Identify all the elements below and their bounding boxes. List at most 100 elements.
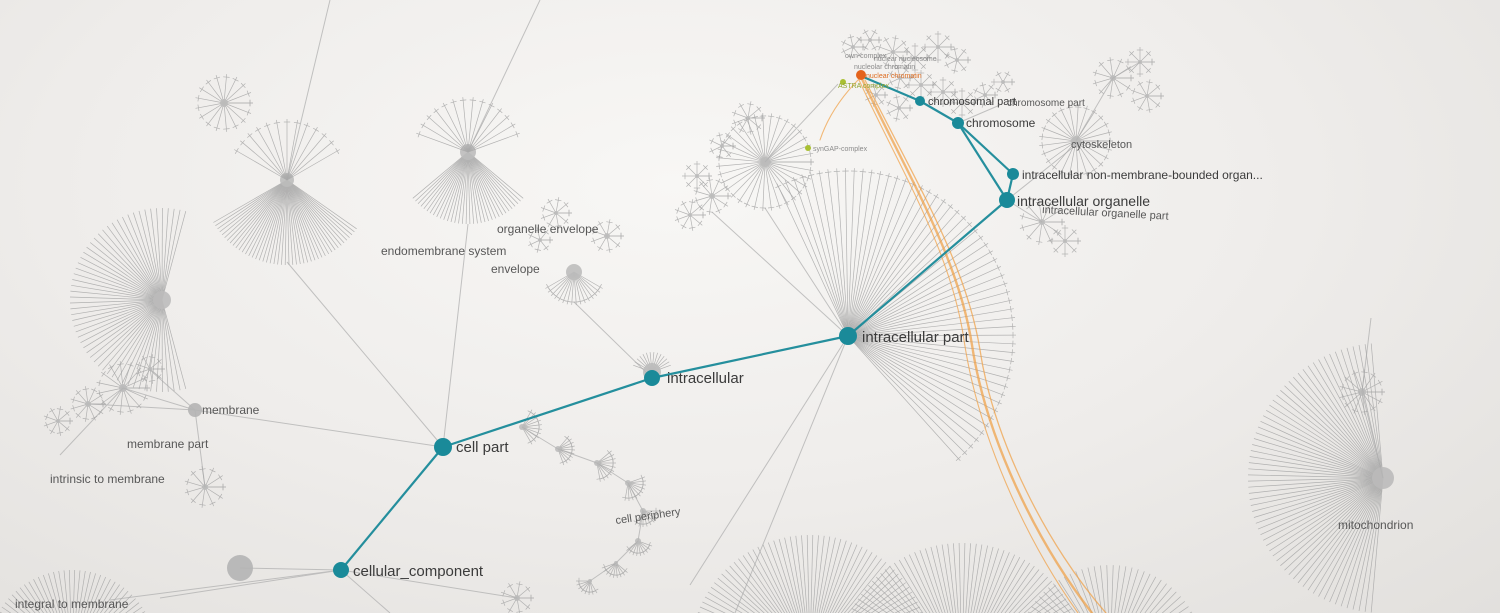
collapsed-subtree-fan[interactable] [922, 31, 954, 63]
fan-center-node[interactable] [588, 579, 592, 583]
fan-center-node[interactable] [202, 484, 208, 490]
fan-center-node[interactable] [941, 90, 945, 94]
graph-node-intracellular[interactable] [644, 370, 660, 386]
term-label-integral-to-membrane[interactable]: integral to membrane [15, 597, 129, 611]
collapsed-subtree-fan[interactable] [1018, 565, 1202, 613]
term-label-intracellular-part[interactable]: intracellular part [862, 329, 970, 346]
fan-center-node[interactable] [519, 424, 525, 430]
term-label-membrane-part[interactable]: membrane part [127, 437, 209, 451]
fan-center-node[interactable] [1071, 136, 1081, 146]
term-label-mitochondrion[interactable]: mitochondrion [1338, 518, 1413, 532]
fan-center-node[interactable] [955, 58, 959, 62]
graph-node-cellular-component[interactable] [333, 562, 349, 578]
term-label-chromosome[interactable]: chromosome [966, 116, 1036, 130]
collapsed-subtree-fan[interactable] [674, 199, 706, 231]
term-label-nuclear-chromatin[interactable]: nuclear chromatin [866, 73, 922, 80]
fan-center-node[interactable] [514, 595, 520, 601]
fan-center-node[interactable] [119, 384, 127, 392]
term-label-nuclear-nucleosome[interactable]: nuclear nucleosome [874, 56, 937, 63]
collapsed-subtree-fan[interactable] [519, 409, 542, 445]
term-label-intracellular-organelle[interactable]: intracellular organelle [1017, 193, 1150, 209]
fan-center-node[interactable] [554, 211, 558, 215]
collapsed-subtree-fan[interactable] [839, 542, 1085, 613]
fan-center-node[interactable] [148, 367, 152, 371]
fan-center-node[interactable] [851, 45, 855, 49]
fan-center-node[interactable] [220, 99, 228, 107]
fan-center-node[interactable] [555, 446, 561, 452]
graph-node-chromosome[interactable] [952, 117, 964, 129]
term-label-intracellular-non-membrane-bounded-organ[interactable]: intracellular non-membrane-bounded organ… [1022, 168, 1263, 182]
fan-center-node[interactable] [960, 101, 964, 105]
fan-center-node[interactable] [56, 419, 60, 423]
term-label-nucleolar-chromatin[interactable]: nucleolar chromatin [854, 64, 915, 71]
fan-center-node[interactable] [604, 233, 610, 239]
graph-node-nuclear-chromatin[interactable] [856, 70, 866, 80]
collapsed-subtree-fan[interactable] [528, 227, 553, 253]
collapsed-subtree-fan[interactable] [545, 264, 603, 305]
collapsed-subtree-fan[interactable] [633, 507, 659, 527]
fan-center-node[interactable] [538, 238, 542, 242]
collapsed-subtree-fan[interactable] [682, 161, 712, 191]
fan-center-node[interactable] [695, 174, 699, 178]
term-label-intrinsic-to-membrane[interactable]: intrinsic to membrane [50, 472, 165, 486]
fan-center-node[interactable] [1110, 75, 1116, 81]
fan-center-node[interactable] [85, 401, 91, 407]
fan-center-node[interactable] [913, 56, 917, 60]
collapsed-subtree-fan[interactable] [973, 82, 998, 108]
collapsed-subtree-fan[interactable] [944, 46, 971, 74]
collapsed-subtree-fan[interactable] [540, 197, 572, 229]
fan-center-node[interactable] [898, 76, 902, 80]
collapsed-subtree-fan[interactable] [576, 577, 599, 596]
collapsed-subtree-fan[interactable] [43, 406, 73, 436]
collapsed-subtree-fan[interactable] [693, 177, 731, 215]
graph-node-intracellular-part[interactable] [839, 327, 857, 345]
fan-center-node[interactable] [760, 157, 770, 167]
collapsed-subtree-fan[interactable] [594, 450, 616, 482]
collapsed-subtree-fan[interactable] [1049, 225, 1081, 257]
collapsed-subtree-fan[interactable] [590, 219, 624, 253]
collapsed-subtree-fan[interactable] [692, 534, 928, 613]
collapsed-subtree-fan[interactable] [626, 538, 653, 556]
collapsed-subtree-fan[interactable] [213, 173, 357, 266]
term-label-organelle-envelope[interactable]: organelle envelope [497, 222, 599, 236]
fan-center-node[interactable] [746, 116, 750, 120]
collapsed-subtree-fan[interactable] [500, 581, 534, 613]
collapsed-subtree-fan[interactable] [135, 354, 165, 384]
term-label-envelope[interactable]: envelope [491, 262, 540, 276]
collapsed-subtree-fan[interactable] [1130, 79, 1164, 113]
collapsed-subtree-fan[interactable] [555, 435, 576, 466]
fan-center-node[interactable] [919, 83, 923, 87]
collapsed-subtree-fan[interactable] [601, 561, 628, 578]
collapsed-subtree-fan[interactable] [1092, 57, 1134, 99]
fan-center-node[interactable] [720, 144, 724, 148]
collapsed-subtree-fan[interactable] [195, 74, 254, 132]
graph-node-syngap-complex[interactable] [805, 145, 811, 151]
graph-node-intracellular-organelle[interactable] [999, 192, 1015, 208]
fan-center-node[interactable] [983, 93, 987, 97]
collapsed-subtree-fan[interactable] [412, 144, 524, 225]
fan-center-node[interactable] [868, 38, 872, 42]
collapsed-subtree-fan[interactable] [184, 466, 226, 508]
fan-center-node[interactable] [936, 45, 940, 49]
fan-center-node[interactable] [153, 291, 171, 309]
collapsed-subtree-fan[interactable] [709, 132, 736, 160]
collapsed-subtree-fan[interactable] [858, 29, 882, 51]
collapsed-node[interactable] [188, 403, 202, 417]
term-label-endomembrane-system[interactable]: endomembrane system [381, 244, 506, 258]
collapsed-subtree-fan[interactable] [622, 474, 646, 502]
term-label-own-complex[interactable]: own-complex [845, 53, 887, 60]
collapsed-subtree-fan[interactable] [731, 101, 765, 135]
collapsed-subtree-fan[interactable] [1039, 104, 1113, 178]
term-label-cellular-component[interactable]: cellular_component [353, 563, 484, 580]
graph-node-intracellular-non-membrane-bounded-organelle[interactable] [1007, 168, 1019, 180]
term-label-syngap-complex[interactable]: synGAP-complex [813, 146, 868, 153]
term-label-astra-complex[interactable]: ASTRA complex [838, 83, 889, 90]
collapsed-subtree-fan[interactable] [928, 77, 958, 107]
collapsed-subtree-fan[interactable] [234, 119, 340, 181]
fan-center-node[interactable] [594, 460, 600, 466]
fan-center-node[interactable] [1063, 239, 1067, 243]
collapsed-subtree-fan[interactable] [1247, 343, 1394, 613]
fan-center-node[interactable] [874, 93, 878, 97]
